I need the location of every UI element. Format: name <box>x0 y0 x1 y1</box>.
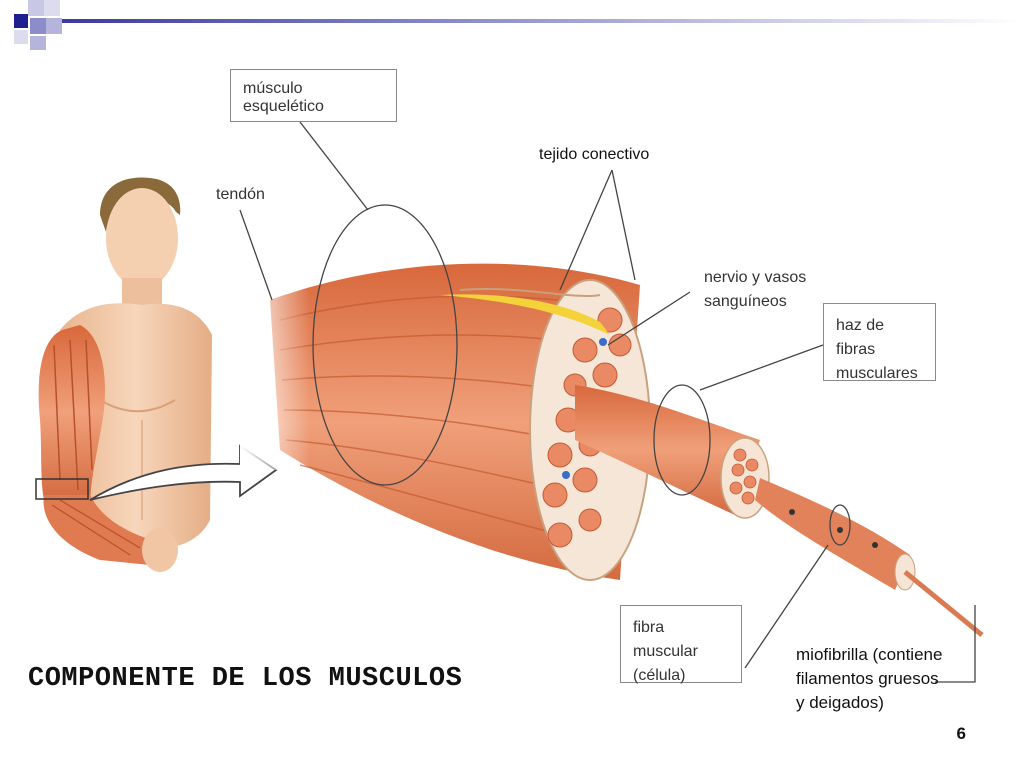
label-nerve-vessels: nervio y vasos sanguíneos <box>704 266 806 314</box>
label-muscle-fascicle-line2: musculares <box>836 365 918 382</box>
label-myofibril-line1: miofibrilla (contiene <box>796 645 943 664</box>
label-connective-tissue: tejido conectivo <box>539 146 650 163</box>
human-figure <box>35 177 212 572</box>
label-muscle-fascicle-line1: haz de fibras <box>836 317 885 358</box>
label-muscle-fiber-line2: (célula) <box>633 667 686 684</box>
label-nerve-vessels-line1: nervio y vasos <box>704 269 807 286</box>
label-myofibril: miofibrilla (contiene filamentos gruesos… <box>796 643 942 715</box>
label-tendon: tendón <box>216 186 265 203</box>
label-muscle-fiber: fibra muscular (célula) <box>620 605 742 684</box>
label-leader-lines <box>239 121 976 683</box>
slide-title: COMPONENTE DE LOS MUSCULOS <box>28 664 463 694</box>
title-bar-decoration <box>0 0 1024 50</box>
label-myofibril-line2: filamentos gruesos <box>796 669 939 688</box>
muscle-fiber-drawing <box>755 478 916 591</box>
label-myofibril-line3: y deigados) <box>796 693 884 712</box>
label-muscle-fiber-line1: fibra muscular <box>633 619 698 660</box>
label-skeletal-muscle-text: músculo esquelético <box>243 80 324 115</box>
myofibril-drawing <box>903 570 984 637</box>
page-number: 6 <box>956 724 966 743</box>
label-muscle-fascicle: haz de fibras musculares <box>823 303 936 382</box>
label-nerve-vessels-line2: sanguíneos <box>704 293 787 310</box>
label-skeletal-muscle: músculo esquelético <box>230 69 397 122</box>
